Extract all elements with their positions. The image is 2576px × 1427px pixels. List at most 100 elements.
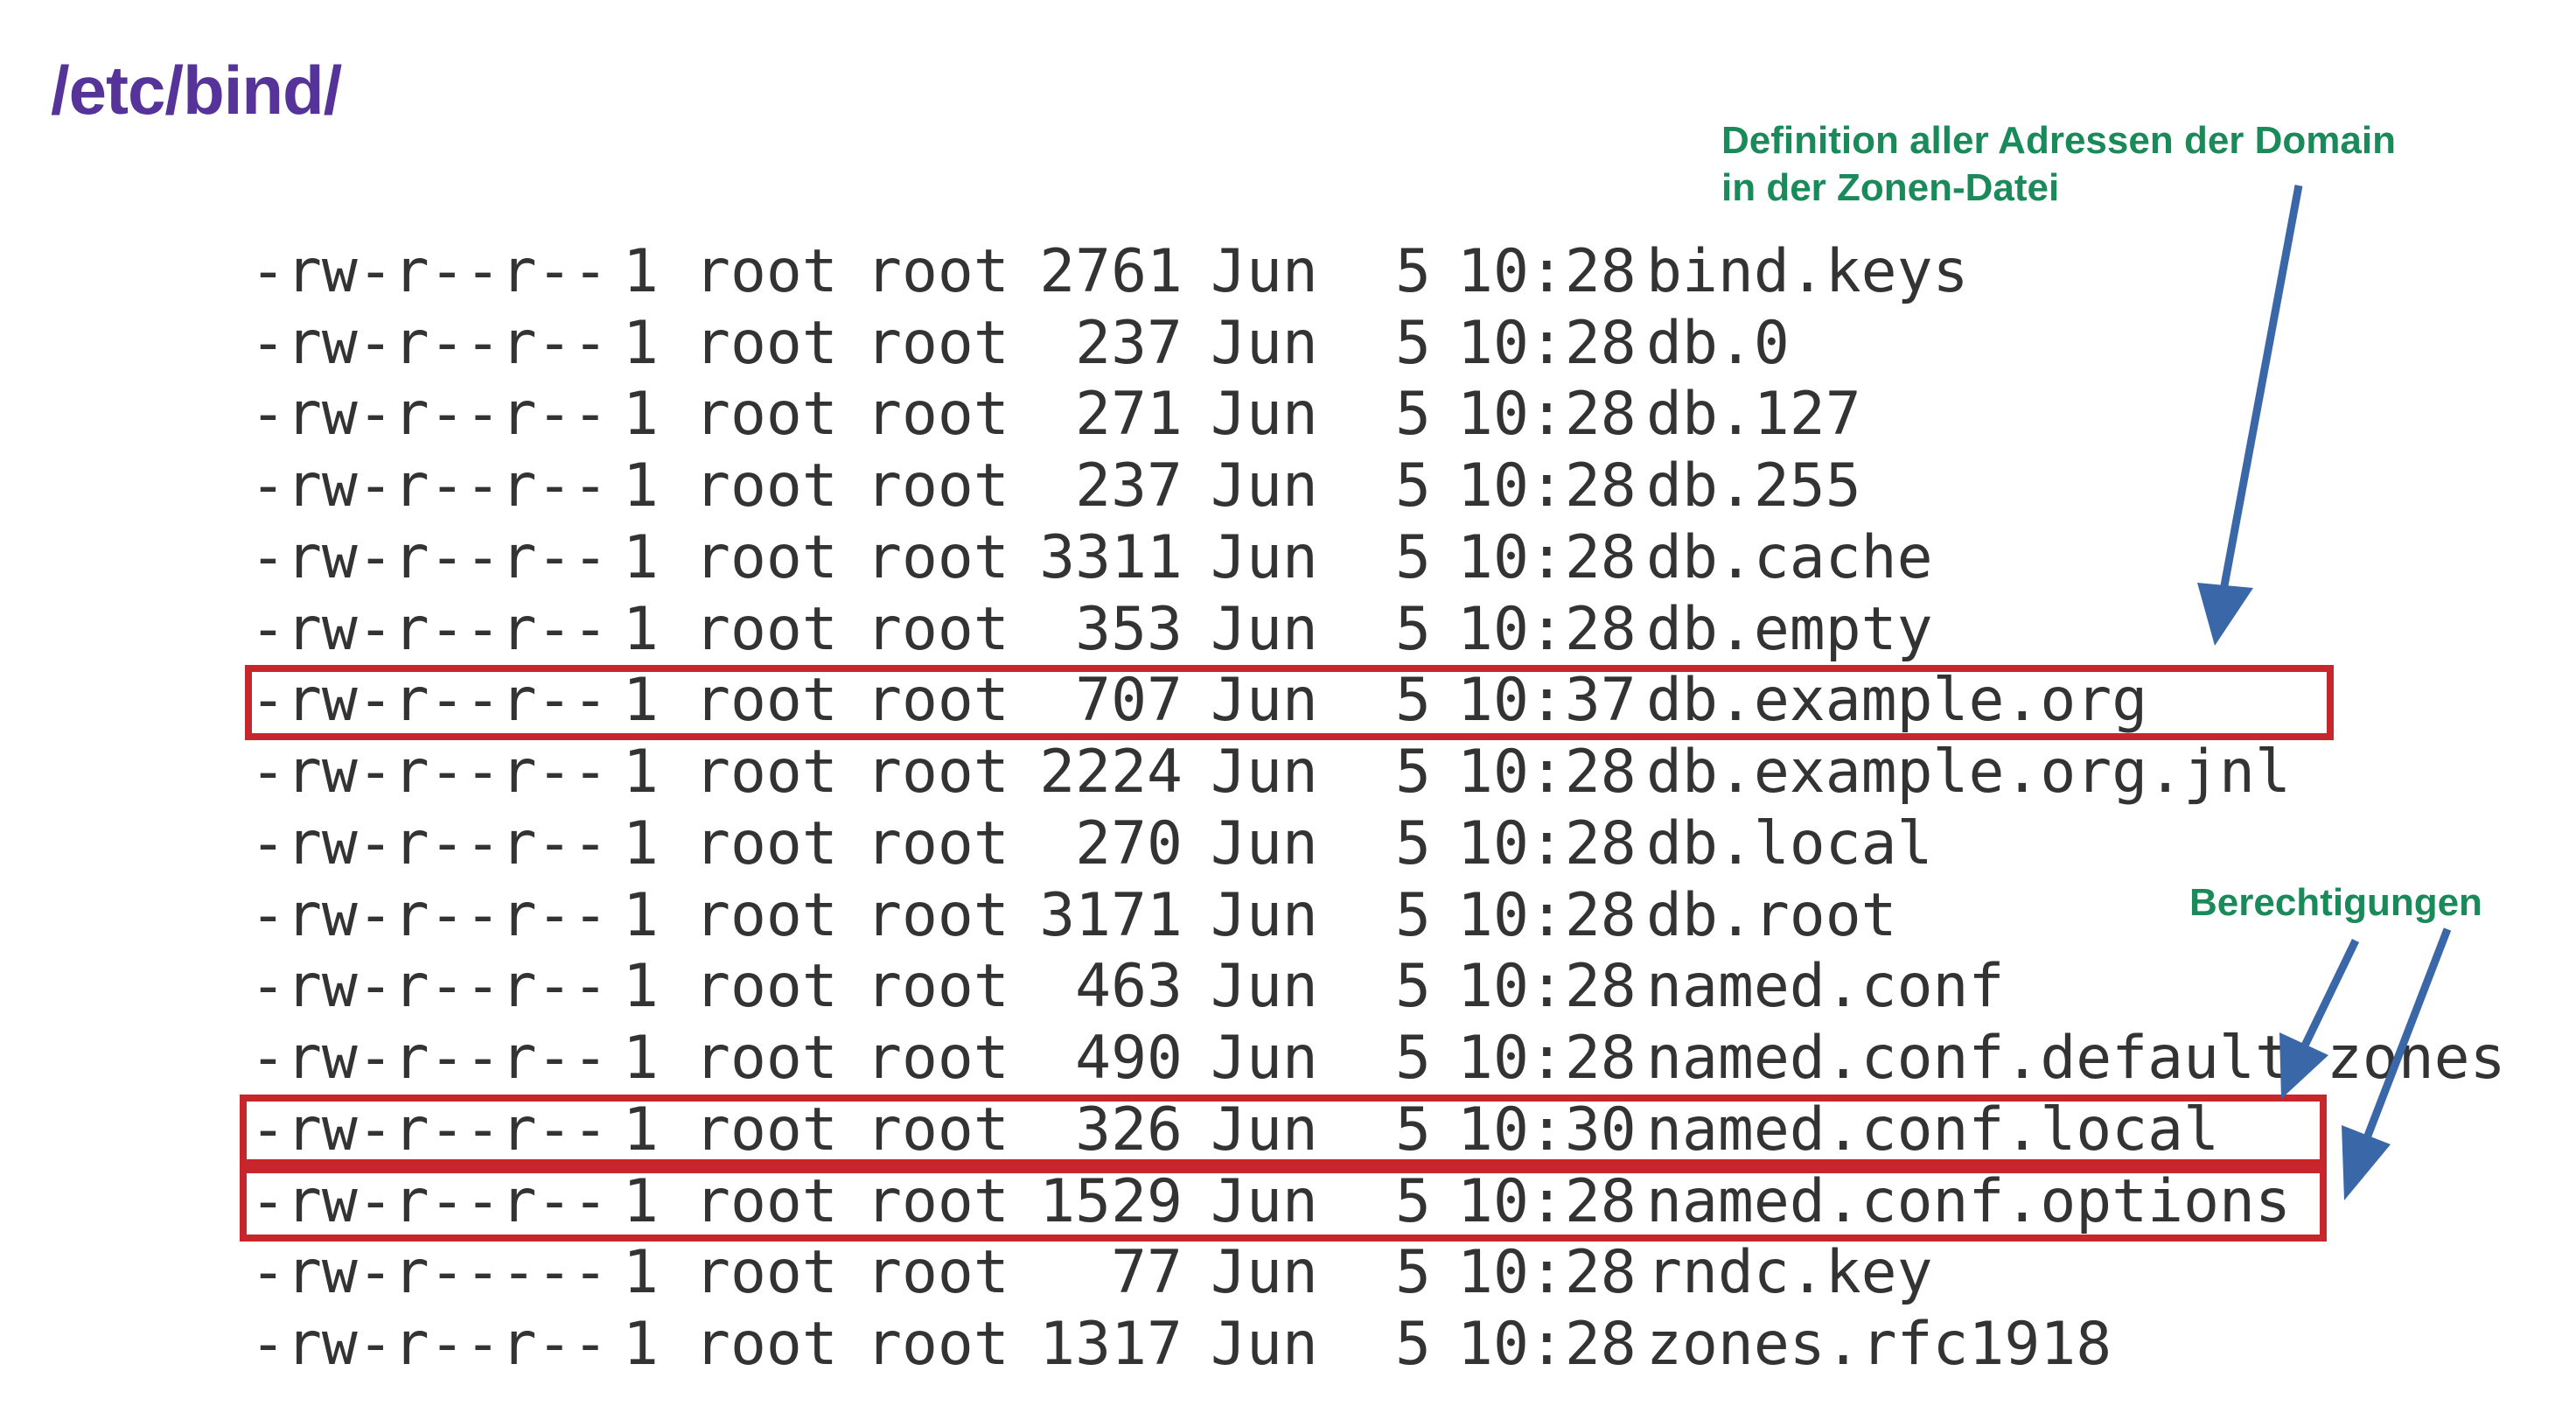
file-permissions: -rw-r--r--: [250, 880, 609, 950]
file-permissions: -rw-r--r--: [250, 1024, 609, 1094]
file-link-count: 1: [623, 808, 659, 878]
file-group: root: [866, 1310, 1009, 1380]
file-owner: root: [695, 952, 838, 1022]
file-month: Jun: [1211, 666, 1318, 736]
page-title: /etc/bind/: [51, 52, 342, 129]
zone-file-annotation-line2: in der Zonen-Datei: [1721, 166, 2060, 209]
zone-file-annotation: Definition aller Adressen der Domain in …: [1721, 117, 2396, 212]
file-size: 77: [1111, 1238, 1183, 1308]
file-group: root: [866, 451, 1009, 521]
file-link-count: 1: [623, 1310, 659, 1380]
file-owner: root: [695, 1166, 838, 1236]
file-owner: root: [695, 738, 838, 808]
file-name: named.conf: [1646, 952, 2005, 1022]
file-day: 5: [1395, 1238, 1431, 1308]
file-name: bind.keys: [1646, 236, 1969, 306]
file-size: 237: [1075, 308, 1183, 378]
file-permissions: -rw-r--r--: [250, 1095, 609, 1165]
file-day: 5: [1395, 952, 1431, 1022]
file-month: Jun: [1211, 308, 1318, 378]
file-day: 5: [1395, 594, 1431, 664]
file-link-count: 1: [623, 522, 659, 592]
file-owner: root: [695, 1024, 838, 1094]
file-owner: root: [695, 522, 838, 592]
file-name: db.local: [1646, 808, 1933, 878]
file-size: 237: [1075, 451, 1183, 521]
file-month: Jun: [1211, 594, 1318, 664]
file-permissions: -rw-r--r--: [250, 308, 609, 378]
file-time: 10:30: [1457, 1095, 1637, 1165]
file-time: 10:28: [1457, 236, 1637, 306]
file-owner: root: [695, 451, 838, 521]
file-link-count: 1: [623, 451, 659, 521]
file-permissions: -rw-r--r--: [250, 451, 609, 521]
file-link-count: 1: [623, 1024, 659, 1094]
file-month: Jun: [1211, 1238, 1318, 1308]
file-time: 10:28: [1457, 522, 1637, 592]
file-name: db.example.org: [1646, 666, 2148, 736]
file-time: 10:28: [1457, 1310, 1637, 1380]
file-permissions: -rw-r--r--: [250, 1310, 609, 1380]
file-time: 10:28: [1457, 880, 1637, 950]
file-size: 490: [1075, 1024, 1183, 1094]
file-month: Jun: [1211, 451, 1318, 521]
file-day: 5: [1395, 522, 1431, 592]
file-month: Jun: [1211, 880, 1318, 950]
file-size: 463: [1075, 952, 1183, 1022]
file-name: db.255: [1646, 451, 1861, 521]
file-group: root: [866, 666, 1009, 736]
file-month: Jun: [1211, 1024, 1318, 1094]
file-name: named.conf.local: [1646, 1095, 2220, 1165]
file-owner: root: [695, 808, 838, 878]
file-day: 5: [1395, 308, 1431, 378]
file-owner: root: [695, 666, 838, 736]
file-month: Jun: [1211, 952, 1318, 1022]
file-day: 5: [1395, 738, 1431, 808]
file-name: rndc.key: [1646, 1238, 1933, 1308]
file-owner: root: [695, 880, 838, 950]
file-size: 1317: [1039, 1310, 1183, 1380]
file-day: 5: [1395, 808, 1431, 878]
file-day: 5: [1395, 1310, 1431, 1380]
file-day: 5: [1395, 380, 1431, 450]
file-month: Jun: [1211, 1095, 1318, 1165]
file-group: root: [866, 738, 1009, 808]
file-day: 5: [1395, 1095, 1431, 1165]
file-name: db.root: [1646, 880, 1897, 950]
file-link-count: 1: [623, 380, 659, 450]
file-group: root: [866, 594, 1009, 664]
file-size: 1529: [1039, 1166, 1183, 1236]
file-link-count: 1: [623, 308, 659, 378]
file-permissions: -rw-r--r--: [250, 236, 609, 306]
file-owner: root: [695, 236, 838, 306]
file-time: 10:28: [1457, 952, 1637, 1022]
permissions-annotation: Berechtigungen: [2189, 881, 2482, 924]
file-group: root: [866, 380, 1009, 450]
file-group: root: [866, 1238, 1009, 1308]
file-link-count: 1: [623, 236, 659, 306]
file-month: Jun: [1211, 738, 1318, 808]
file-link-count: 1: [623, 1238, 659, 1308]
file-permissions: -rw-r--r--: [250, 808, 609, 878]
file-group: root: [866, 308, 1009, 378]
file-permissions: -rw-r--r--: [250, 952, 609, 1022]
file-permissions: -rw-r--r--: [250, 1166, 609, 1236]
file-size: 2224: [1039, 738, 1183, 808]
file-time: 10:28: [1457, 594, 1637, 664]
file-time: 10:28: [1457, 1024, 1637, 1094]
file-group: root: [866, 1095, 1009, 1165]
file-group: root: [866, 880, 1009, 950]
file-group: root: [866, 522, 1009, 592]
file-group: root: [866, 952, 1009, 1022]
file-group: root: [866, 236, 1009, 306]
